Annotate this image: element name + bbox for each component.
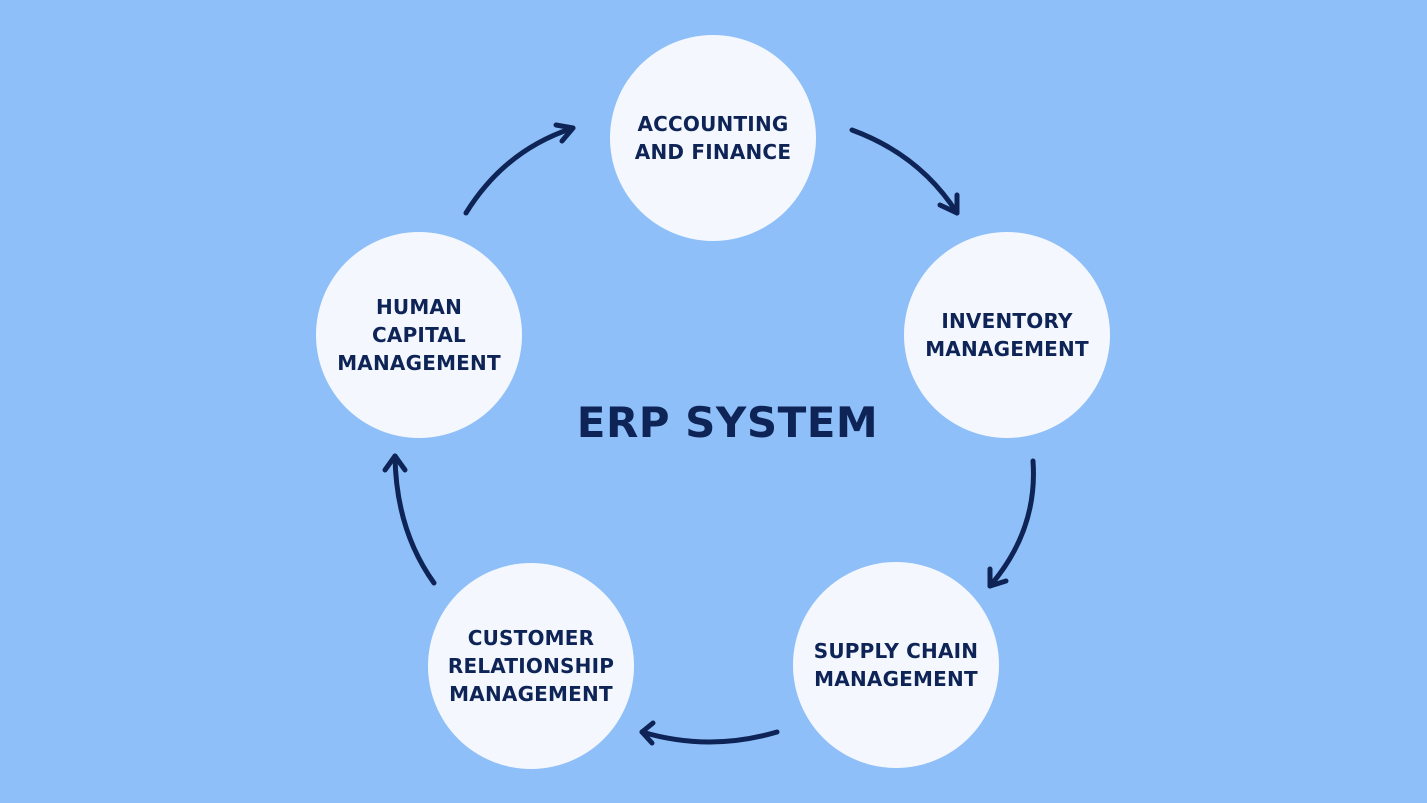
node-label: HUMAN CAPITAL MANAGEMENT <box>337 295 501 375</box>
arrow-human-to-accounting <box>463 122 576 216</box>
node-label: SUPPLY CHAIN MANAGEMENT <box>813 639 979 691</box>
node-label: ACCOUNTING AND FINANCE <box>634 112 792 164</box>
arrow-inventory-to-supply <box>987 458 1036 589</box>
node-accounting-and-finance: ACCOUNTING AND FINANCE <box>610 35 816 241</box>
arrow-accounting-to-inventory <box>849 127 960 216</box>
node-supply-chain-management: SUPPLY CHAIN MANAGEMENT <box>793 562 999 768</box>
node-inventory-management: INVENTORY MANAGEMENT <box>904 232 1110 438</box>
node-human-capital-management: HUMAN CAPITAL MANAGEMENT <box>316 232 522 438</box>
diagram-title: ERP SYSTEM <box>576 398 879 447</box>
node-label: INVENTORY MANAGEMENT <box>925 309 1089 361</box>
node-label: CUSTOMER RELATIONSHIP MANAGEMENT <box>447 626 615 706</box>
arrow-customer-to-human <box>382 453 437 586</box>
node-customer-relationship-management: CUSTOMER RELATIONSHIP MANAGEMENT <box>428 563 634 769</box>
arrow-supply-to-customer <box>639 720 780 746</box>
